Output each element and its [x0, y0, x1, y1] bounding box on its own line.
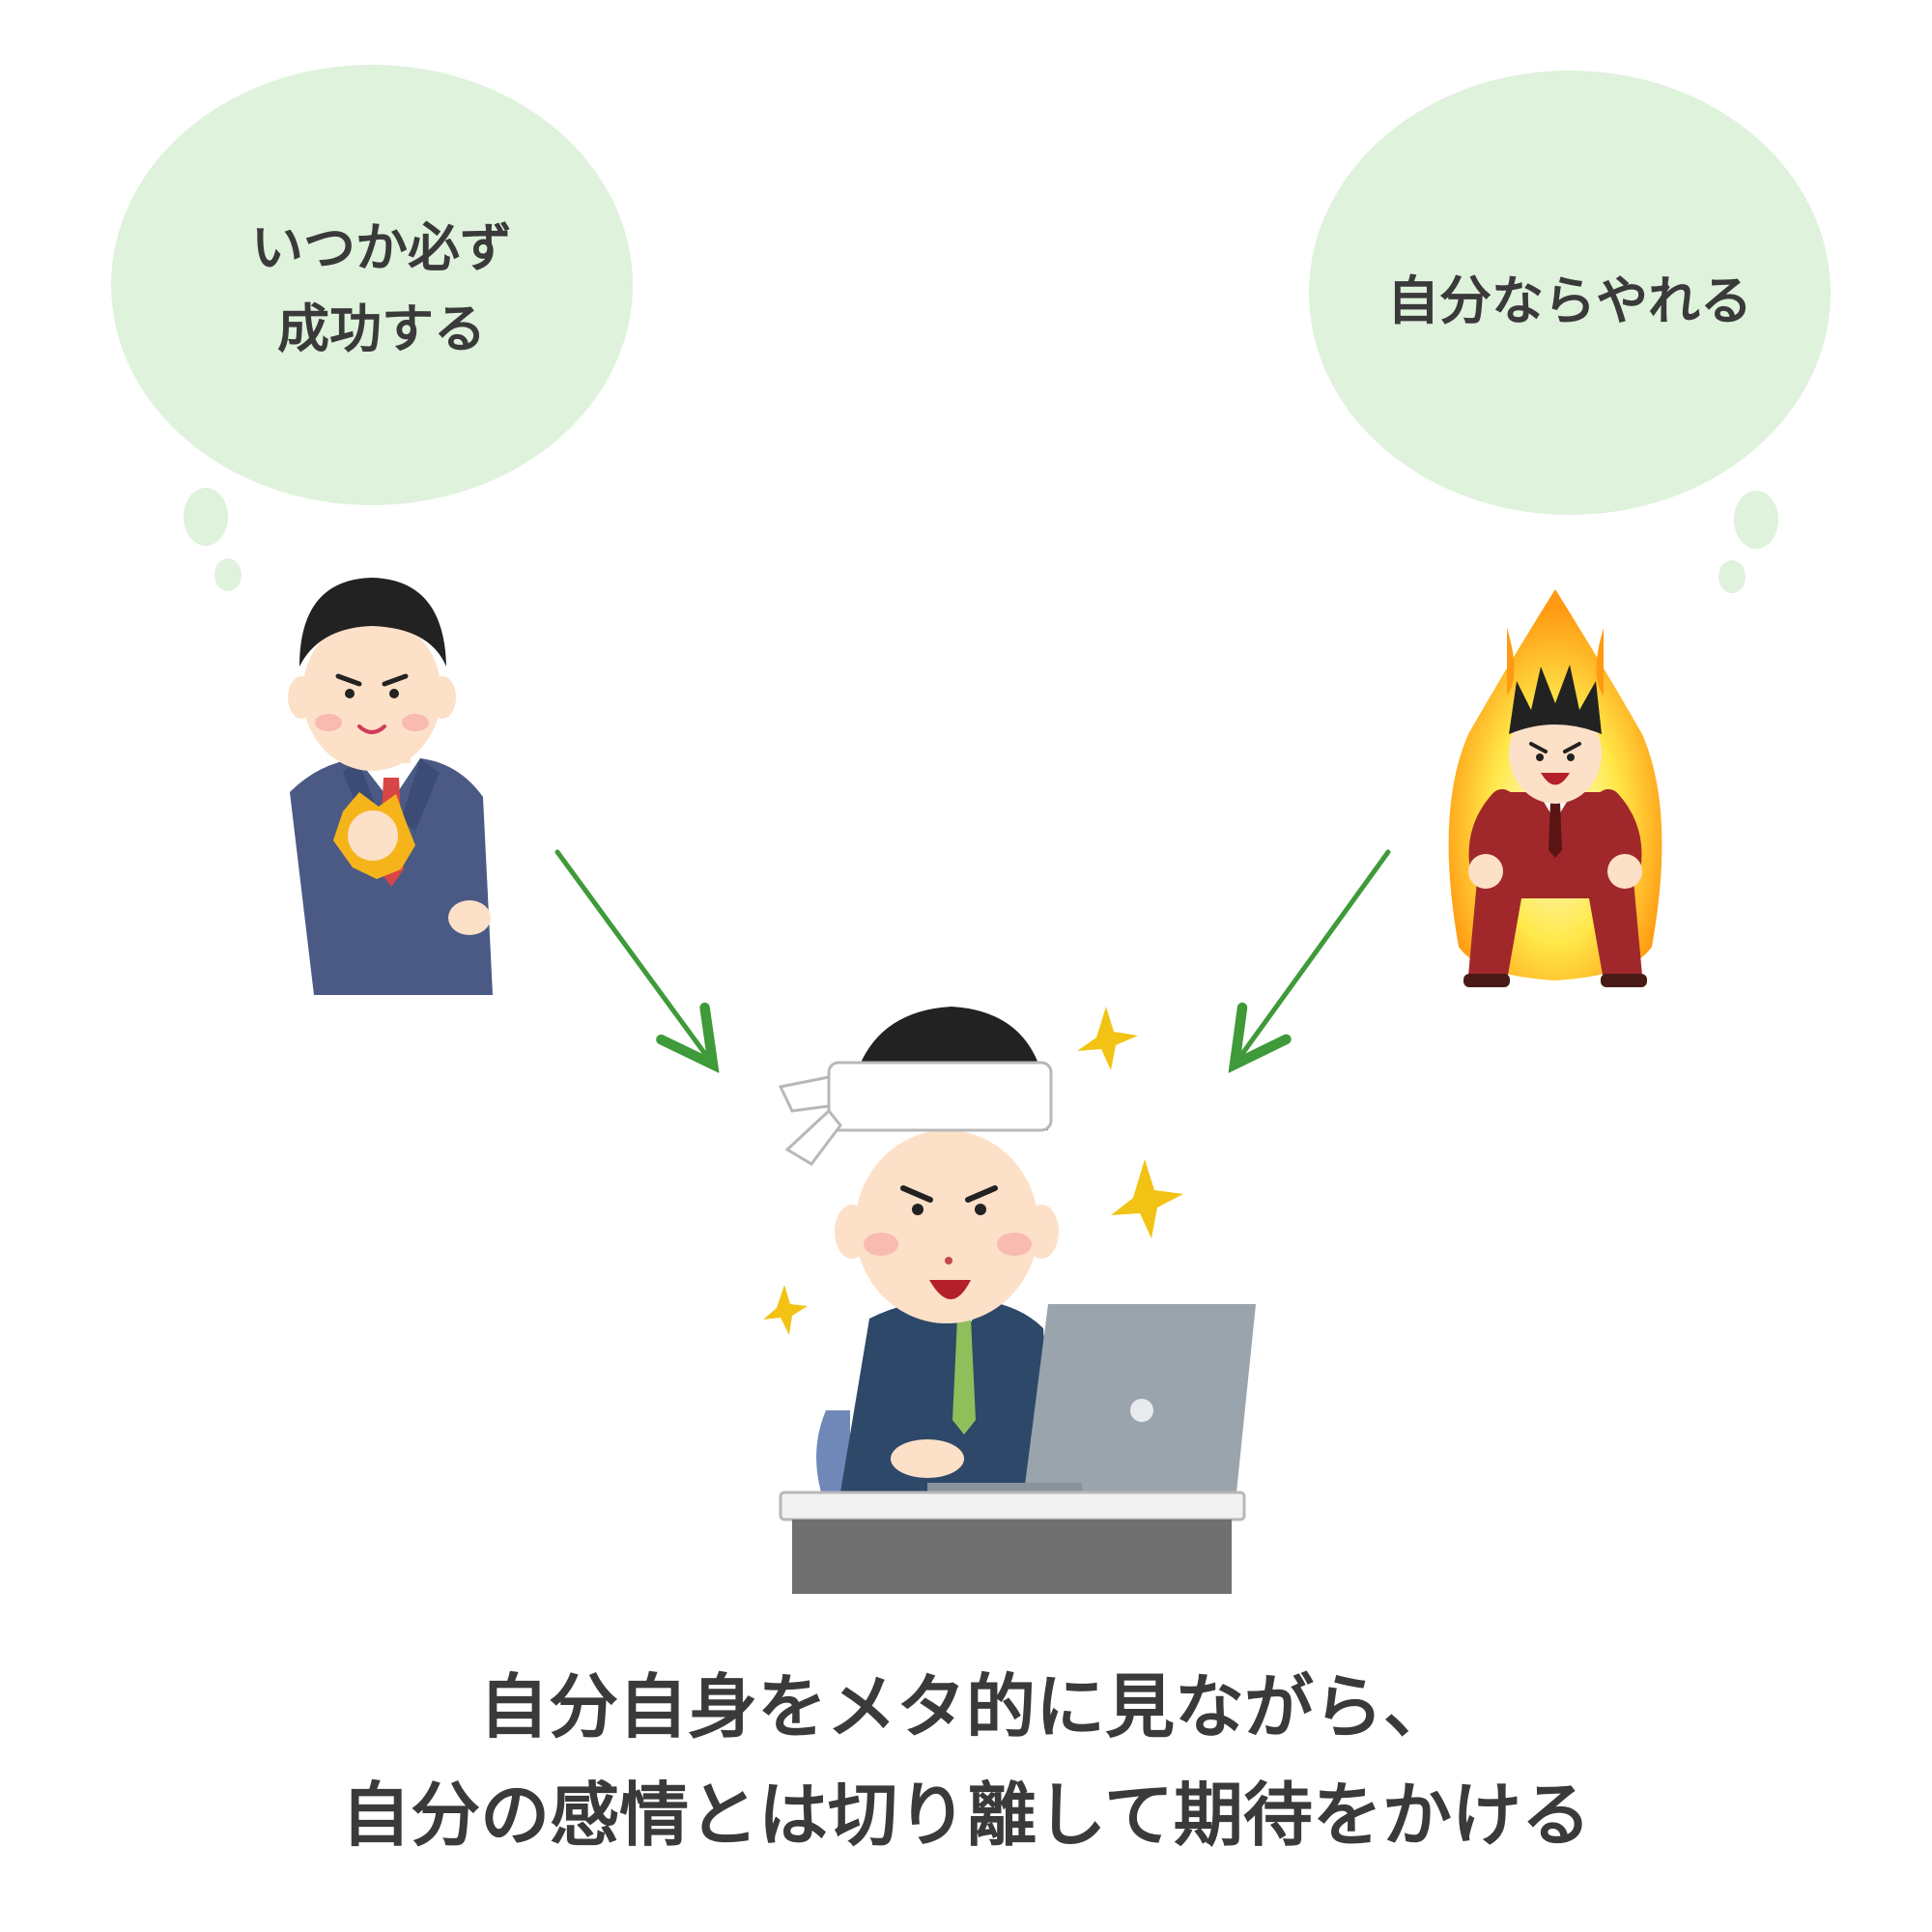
sparkle-icon [763, 1285, 808, 1335]
sparkles [763, 1007, 1183, 1335]
center-businessman-figure [778, 1007, 1256, 1594]
left-businessman-figure [288, 578, 493, 995]
right-thought-bubble [1309, 71, 1831, 593]
caption: 自分自身をメタ的に見ながら、 自分の感情とは切り離して期待をかける [0, 1654, 1932, 1869]
left-arrow [554, 849, 713, 1065]
right-arrow [1235, 849, 1391, 1065]
left-thought-text: いつか必ず 成功する [251, 217, 512, 359]
right-thought-text: 自分ならやれる [1387, 270, 1752, 331]
right-businessman-figure [1448, 589, 1662, 987]
caption-line-1: 自分自身をメタ的に見ながら、 [478, 1666, 1453, 1747]
left-thought-bubble [111, 65, 633, 591]
caption-line-2: 自分の感情とは切り離して期待をかける [341, 1774, 1591, 1856]
sparkle-icon [1077, 1007, 1138, 1070]
sparkle-icon [1111, 1159, 1183, 1238]
